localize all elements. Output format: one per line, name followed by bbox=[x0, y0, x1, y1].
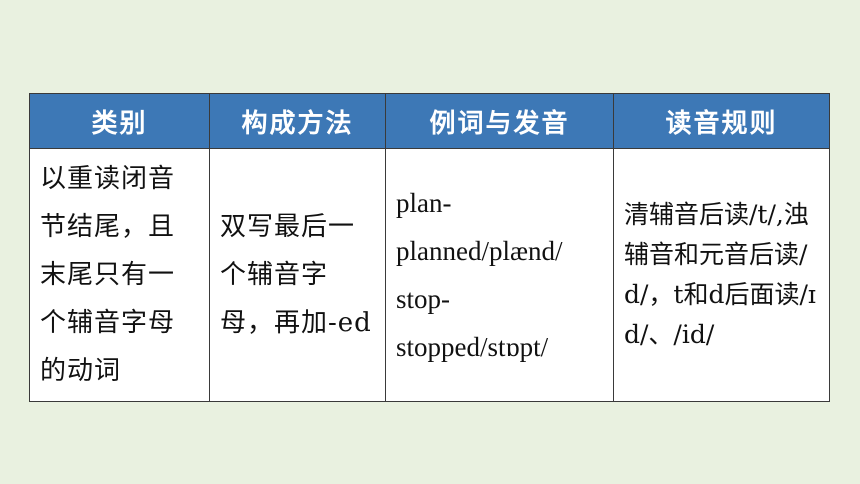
header-rule: 读音规则 bbox=[613, 93, 830, 149]
header-category: 类别 bbox=[29, 93, 210, 149]
cell-method: 双写最后一个辅音字母，再加-ed bbox=[209, 148, 386, 402]
cell-category: 以重读闭音节结尾，且末尾只有一个辅音字母的动词 bbox=[29, 148, 210, 402]
example-line-2: planned/plænd/ bbox=[396, 236, 563, 266]
example-line-4: stopped/stɒpt/ bbox=[396, 332, 549, 362]
cell-rule: 清辅音后读/t/,浊辅音和元音后读/d/，t和d后面读/ɪd/、/id/ bbox=[613, 148, 830, 402]
table-row: 以重读闭音节结尾，且末尾只有一个辅音字母的动词 双写最后一个辅音字母，再加-ed… bbox=[29, 148, 830, 402]
past-tense-rule-table: 类别 构成方法 例词与发音 读音规则 以重读闭音节结尾，且末尾只有一个辅音字母的… bbox=[29, 93, 830, 402]
example-line-3: stop- bbox=[396, 284, 450, 314]
category-text: 以重读闭音节结尾，且末尾只有一个辅音字母的动词 bbox=[40, 164, 176, 386]
header-method: 构成方法 bbox=[209, 93, 386, 149]
method-text: 双写最后一个辅音字母，再加-ed bbox=[220, 212, 372, 338]
cell-examples: plan- planned/plænd/ stop- stopped/stɒpt… bbox=[385, 148, 614, 402]
example-line-1: plan- bbox=[396, 188, 452, 218]
header-examples: 例词与发音 bbox=[385, 93, 614, 149]
rule-text: 清辅音后读/t/,浊辅音和元音后读/d/，t和d后面读/ɪd/、/id/ bbox=[624, 200, 816, 349]
table-header-row: 类别 构成方法 例词与发音 读音规则 bbox=[29, 93, 830, 149]
